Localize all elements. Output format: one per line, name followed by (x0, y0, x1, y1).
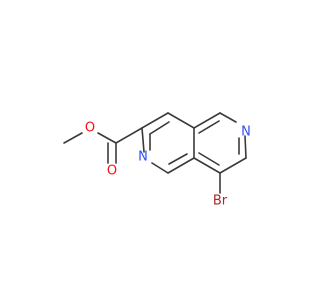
bond-c8-c8a (193, 157, 221, 174)
bond-c5-n6 (219, 112, 237, 123)
atom-o-ester-label: O (85, 121, 95, 136)
bond-c3-c4-double (149, 121, 170, 135)
bond-c8a-n1 (151, 162, 169, 174)
bond-n1-c2 (141, 127, 145, 153)
bond-ccarbonyl-oester (97, 132, 117, 144)
bond-c8-c8a-inner (198, 152, 220, 166)
atom-n6-label: N (241, 125, 251, 140)
atom-br-label: Br (213, 194, 228, 209)
molecule-structure: N N Br O O (63, 112, 251, 209)
bond-oester-ch3 (63, 132, 83, 144)
bond-c4a-c5 (193, 112, 221, 129)
bond-c4a-c8a (167, 157, 195, 174)
bond-c2-ccarbonyl (115, 127, 143, 144)
structure-canvas: N N Br O O (63, 112, 251, 209)
atom-o-carbonyl-label: O (107, 164, 117, 179)
atom-n1-label: N (138, 150, 148, 165)
bond-c4a-c5-inner (198, 120, 220, 134)
bond-c2-c3 (141, 112, 169, 129)
bond-c4a-c8a-inner (168, 153, 188, 165)
atom-labels: N N Br O O (85, 121, 251, 209)
bond-c3-c4 (167, 112, 195, 129)
bond-n6-c7 (244, 135, 247, 159)
bond-layer (63, 112, 247, 194)
bond-c7-c8 (219, 157, 247, 174)
